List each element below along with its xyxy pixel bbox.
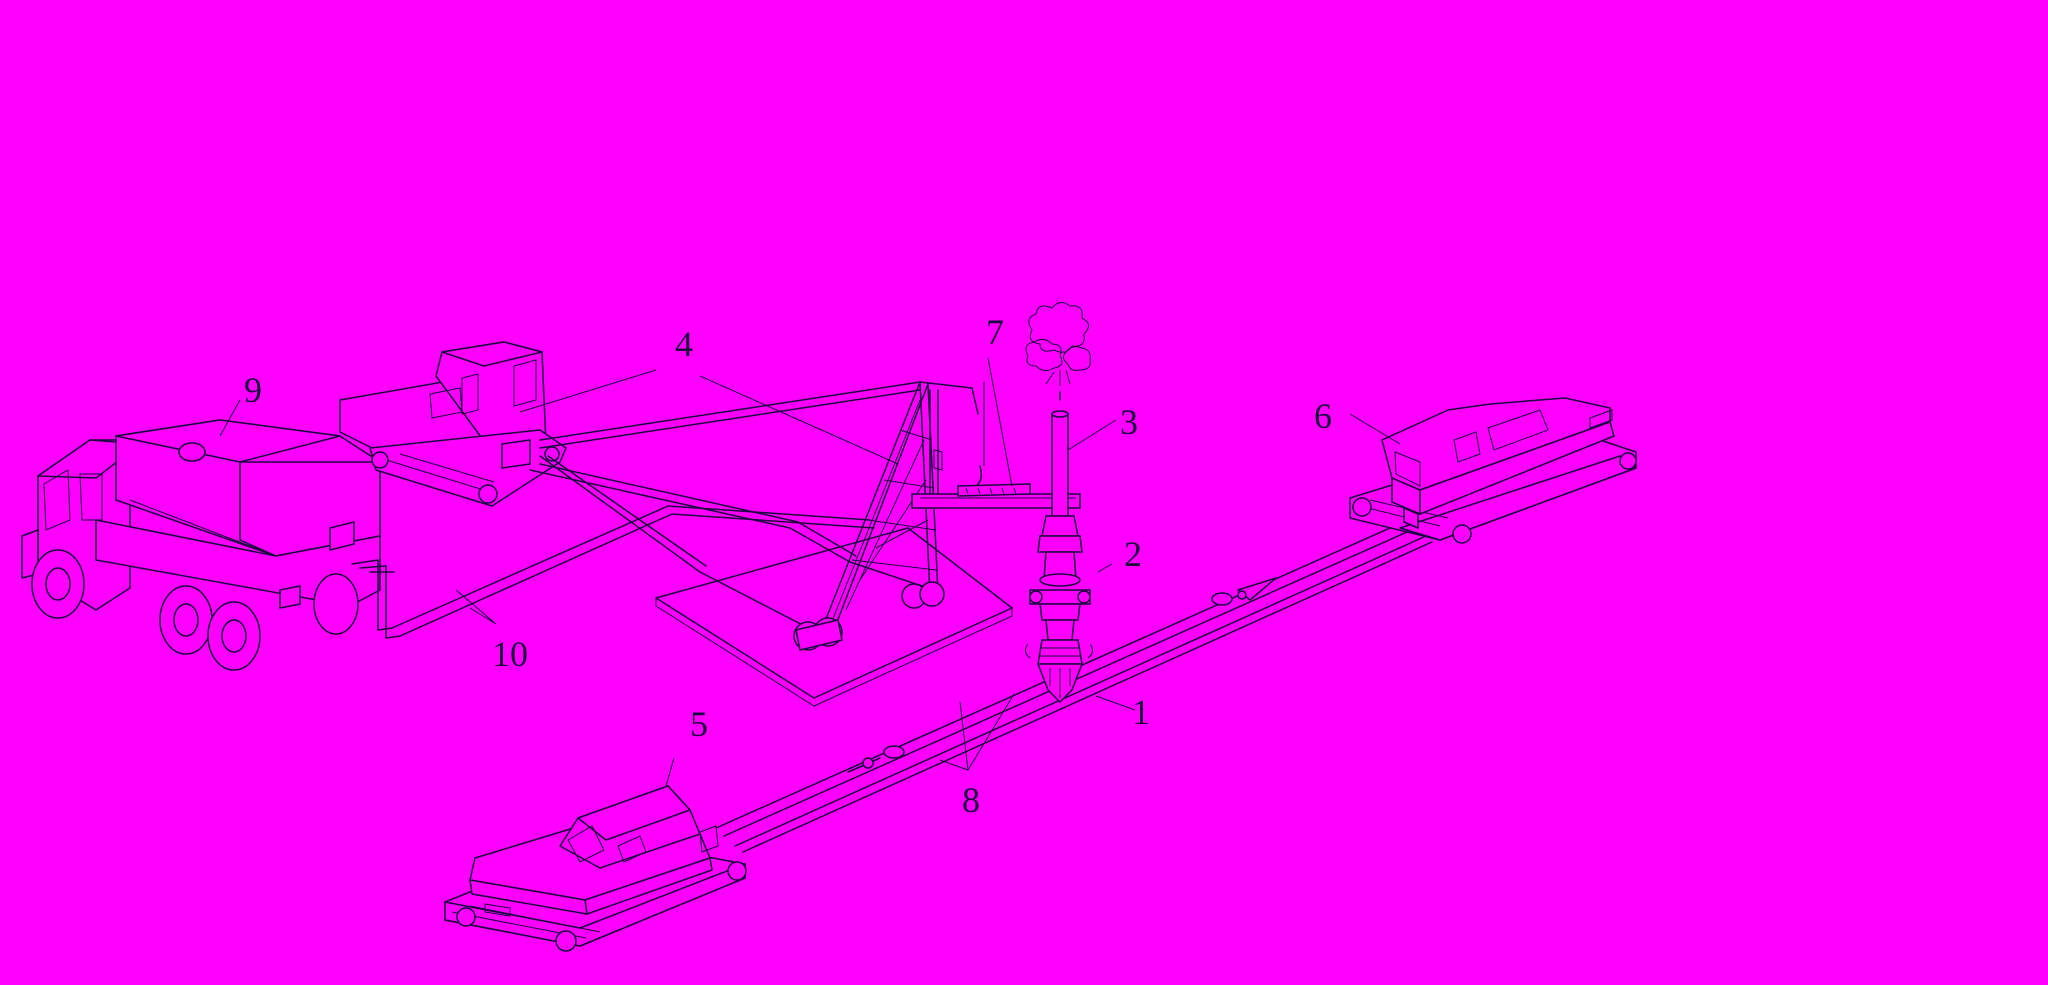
label-2: 2 [1124, 534, 1142, 574]
part-labels: 1 2 3 4 5 6 7 8 9 10 [244, 312, 1332, 820]
leader-lines [219, 357, 1401, 787]
tracked-vehicle-5 [444, 785, 747, 952]
crane-4 [529, 381, 1081, 707]
label-9: 9 [244, 370, 262, 410]
label-6: 6 [1314, 396, 1332, 436]
tanker-truck-9 [21, 419, 381, 671]
label-8: 8 [962, 780, 980, 820]
base-unit-1 [1024, 639, 1094, 703]
label-5: 5 [690, 704, 708, 744]
vertical-column-3 [1025, 302, 1091, 517]
tracked-vehicle-6 [1349, 397, 1637, 544]
pipeline [715, 519, 1433, 853]
label-10: 10 [492, 634, 528, 674]
label-3: 3 [1120, 402, 1138, 442]
wellhead-unit-2 [1029, 515, 1091, 641]
label-1: 1 [1132, 692, 1150, 732]
crawler-cab [339, 341, 567, 507]
label-7: 7 [986, 312, 1004, 352]
label-4: 4 [675, 324, 693, 364]
